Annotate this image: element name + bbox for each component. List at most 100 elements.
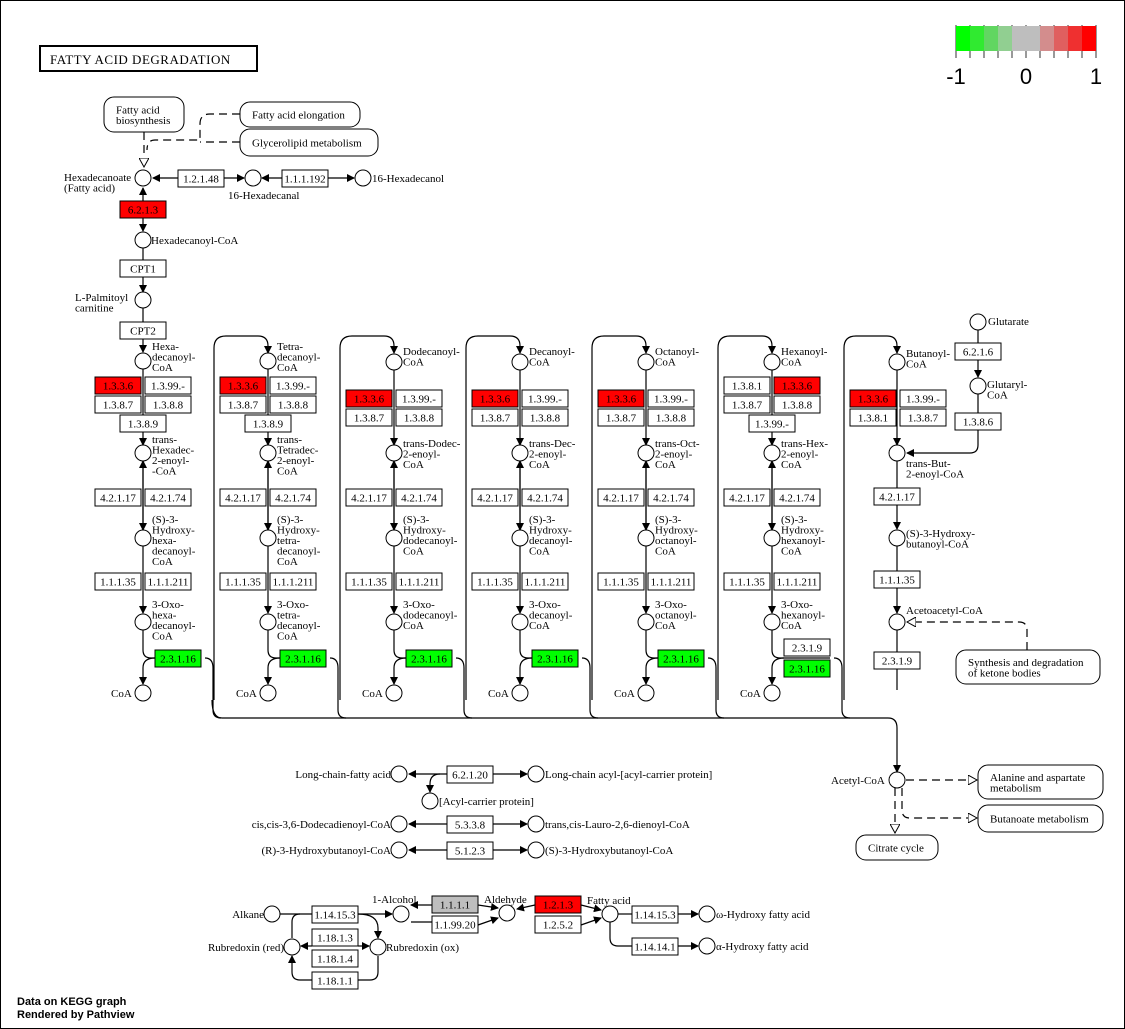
enzyme-5-3-3-8[interactable]: 5.3.3.8 bbox=[446, 815, 494, 834]
enzyme-1-3-3-6-butanoyl[interactable]: 1.3.3.6 bbox=[849, 389, 897, 408]
enzyme-box-rect[interactable] bbox=[783, 638, 831, 657]
compound-r-hydroxybutanoyl-coa[interactable] bbox=[390, 841, 408, 859]
enzyme-box-rect[interactable] bbox=[647, 572, 695, 591]
compound-butanoyl-coa[interactable] bbox=[888, 353, 906, 371]
enzyme-4-2-1-17-col1[interactable]: 4.2.1.17 bbox=[219, 488, 267, 507]
enzyme-2-3-1-16-col0[interactable]: 2.3.1.16 bbox=[154, 649, 202, 668]
compound-oxoacyl-coa-0[interactable] bbox=[134, 613, 152, 631]
enzyme-box-rect[interactable] bbox=[269, 488, 317, 507]
enzyme-box-rect[interactable] bbox=[269, 395, 317, 414]
enzyme-box-rect[interactable] bbox=[144, 488, 192, 507]
compound-rubredoxin-ox[interactable] bbox=[369, 938, 387, 956]
enzyme-1.3.8.8-col4[interactable]: 1.3.8.8 bbox=[647, 408, 695, 427]
compound-hydroxyacyl-coa-1[interactable] bbox=[259, 529, 277, 547]
compound-oxoacyl-coa-4[interactable] bbox=[637, 613, 655, 631]
enzyme-1-2-1-48[interactable]: 1.2.1.48 bbox=[177, 169, 225, 188]
enzyme-box-rect[interactable] bbox=[279, 649, 327, 668]
map-box[interactable] bbox=[977, 804, 1104, 833]
compound-hexadecanoate[interactable] bbox=[134, 169, 152, 187]
enzyme-1-1-1-211-col0[interactable]: 1.1.1.211 bbox=[144, 572, 192, 591]
compound-hydroxybutanoyl-coa[interactable] bbox=[888, 529, 906, 547]
enzyme-box-rect[interactable] bbox=[873, 651, 921, 670]
enzyme-box-rect[interactable] bbox=[534, 895, 582, 914]
enzyme-box-rect[interactable] bbox=[647, 488, 695, 507]
enzyme-1.3.8.1-col5[interactable]: 1.3.8.1 bbox=[723, 376, 771, 395]
enzyme-2-3-1-9-butanoyl[interactable]: 2.3.1.9 bbox=[873, 651, 921, 670]
enzyme-1.3.3.6-col0[interactable]: 1.3.3.6 bbox=[94, 376, 142, 395]
enzyme-box-rect[interactable] bbox=[219, 395, 267, 414]
enzyme-box-rect[interactable] bbox=[723, 572, 771, 591]
enzyme-box-rect[interactable] bbox=[94, 488, 142, 507]
compound-glutarate[interactable] bbox=[969, 313, 987, 331]
compound-fatty-acid[interactable] bbox=[601, 905, 619, 923]
map-box[interactable] bbox=[103, 96, 185, 133]
enzyme-box-rect[interactable] bbox=[723, 488, 771, 507]
map-box[interactable] bbox=[955, 649, 1101, 685]
enzyme-1.3.8.7-col4[interactable]: 1.3.8.7 bbox=[597, 408, 645, 427]
enzyme-box-rect[interactable] bbox=[597, 389, 645, 408]
enzyme-1-18-1-1[interactable]: 1.18.1.1 bbox=[311, 971, 359, 990]
enzyme-box-rect[interactable] bbox=[311, 905, 359, 924]
compound-oxoacyl-coa-3[interactable] bbox=[511, 613, 529, 631]
enzyme-box-rect[interactable] bbox=[773, 572, 821, 591]
enzyme-2-3-1-9-col5[interactable]: 2.3.1.9 bbox=[783, 638, 831, 657]
compound-hydroxyacyl-coa-2[interactable] bbox=[385, 529, 403, 547]
enzyme-2-3-1-16-col4[interactable]: 2.3.1.16 bbox=[657, 649, 705, 668]
enzyme-6-2-1-20[interactable]: 6.2.1.20 bbox=[446, 765, 494, 784]
enzyme-box-rect[interactable] bbox=[597, 488, 645, 507]
enzyme-1-3-8-7-butanoyl[interactable]: 1.3.8.7 bbox=[899, 408, 947, 427]
enzyme-1.3.99.--col5[interactable]: 1.3.99.- bbox=[748, 414, 796, 433]
enzyme-box-rect[interactable] bbox=[94, 395, 142, 414]
compound-omega-hydroxy-fatty-acid[interactable] bbox=[698, 905, 716, 923]
compound-hydroxyacyl-coa-4[interactable] bbox=[637, 529, 655, 547]
enzyme-5-1-2-3[interactable]: 5.1.2.3 bbox=[446, 841, 494, 860]
enzyme-1-1-1-192[interactable]: 1.1.1.192 bbox=[281, 169, 329, 188]
enzyme-box-rect[interactable] bbox=[471, 389, 519, 408]
compound-palmitoylcarnitine[interactable] bbox=[134, 291, 152, 309]
enzyme-1-18-1-3[interactable]: 1.18.1.3 bbox=[311, 928, 359, 947]
enzyme-box-rect[interactable] bbox=[597, 572, 645, 591]
enzyme-box-rect[interactable] bbox=[311, 971, 359, 990]
enzyme-1.3.8.8-col2[interactable]: 1.3.8.8 bbox=[395, 408, 443, 427]
enzyme-box-rect[interactable] bbox=[521, 488, 569, 507]
enzyme-1-1-1-211-col1[interactable]: 1.1.1.211 bbox=[269, 572, 317, 591]
enzyme-box-rect[interactable] bbox=[281, 169, 329, 188]
enzyme-1.3.8.7-col5[interactable]: 1.3.8.7 bbox=[723, 395, 771, 414]
compound-rubredoxin-red[interactable] bbox=[283, 938, 301, 956]
compound-enoyl-coa-1[interactable] bbox=[259, 444, 277, 462]
enzyme-4-2-1-17-col2[interactable]: 4.2.1.17 bbox=[345, 488, 393, 507]
compound-hydroxyacyl-coa-5[interactable] bbox=[763, 529, 781, 547]
enzyme-box-rect[interactable] bbox=[154, 649, 202, 668]
enzyme-box-rect[interactable] bbox=[723, 376, 771, 395]
enzyme-box-rect[interactable] bbox=[723, 395, 771, 414]
enzyme-box-rect[interactable] bbox=[94, 572, 142, 591]
enzyme-box-rect[interactable] bbox=[773, 488, 821, 507]
enzyme-1.3.3.6-col4[interactable]: 1.3.3.6 bbox=[597, 389, 645, 408]
compound-enoyl-coa-2[interactable] bbox=[385, 444, 403, 462]
enzyme-box-rect[interactable] bbox=[119, 414, 167, 433]
enzyme-box-rect[interactable] bbox=[657, 649, 705, 668]
map-box[interactable] bbox=[977, 764, 1104, 800]
enzyme-4-2-1-74-col5[interactable]: 4.2.1.74 bbox=[773, 488, 821, 507]
enzyme-6-2-1-3[interactable]: 6.2.1.3 bbox=[119, 200, 167, 219]
compound-acetyl-coa[interactable] bbox=[888, 771, 906, 789]
enzyme-box-rect[interactable] bbox=[395, 572, 443, 591]
enzyme-box-rect[interactable] bbox=[345, 488, 393, 507]
enzyme-1-1-1-35-col2[interactable]: 1.1.1.35 bbox=[345, 572, 393, 591]
enzyme-1.3.3.6-col2[interactable]: 1.3.3.6 bbox=[345, 389, 393, 408]
enzyme-box-rect[interactable] bbox=[345, 389, 393, 408]
enzyme-box-rect[interactable] bbox=[405, 649, 453, 668]
compound-acyl-coa-5[interactable] bbox=[763, 353, 781, 371]
enzyme-1-1-1-35-col3[interactable]: 1.1.1.35 bbox=[471, 572, 519, 591]
map-alanine-aspartate[interactable] bbox=[977, 764, 1104, 800]
enzyme-1.3.8.9-col1[interactable]: 1.3.8.9 bbox=[244, 414, 292, 433]
enzyme-1.3.8.7-col0[interactable]: 1.3.8.7 bbox=[94, 395, 142, 414]
enzyme-4-2-1-74-col3[interactable]: 4.2.1.74 bbox=[521, 488, 569, 507]
enzyme-1.3.8.8-col5[interactable]: 1.3.8.8 bbox=[773, 395, 821, 414]
enzyme-1-14-14-1[interactable]: 1.14.14.1 bbox=[631, 937, 679, 956]
enzyme-4-2-1-17-butanoyl[interactable]: 4.2.1.17 bbox=[873, 487, 921, 506]
compound-coa-4[interactable] bbox=[637, 684, 655, 702]
enzyme-box-rect[interactable] bbox=[119, 321, 167, 340]
enzyme-1.3.8.8-col0[interactable]: 1.3.8.8 bbox=[144, 395, 192, 414]
enzyme-box-rect[interactable] bbox=[899, 389, 947, 408]
